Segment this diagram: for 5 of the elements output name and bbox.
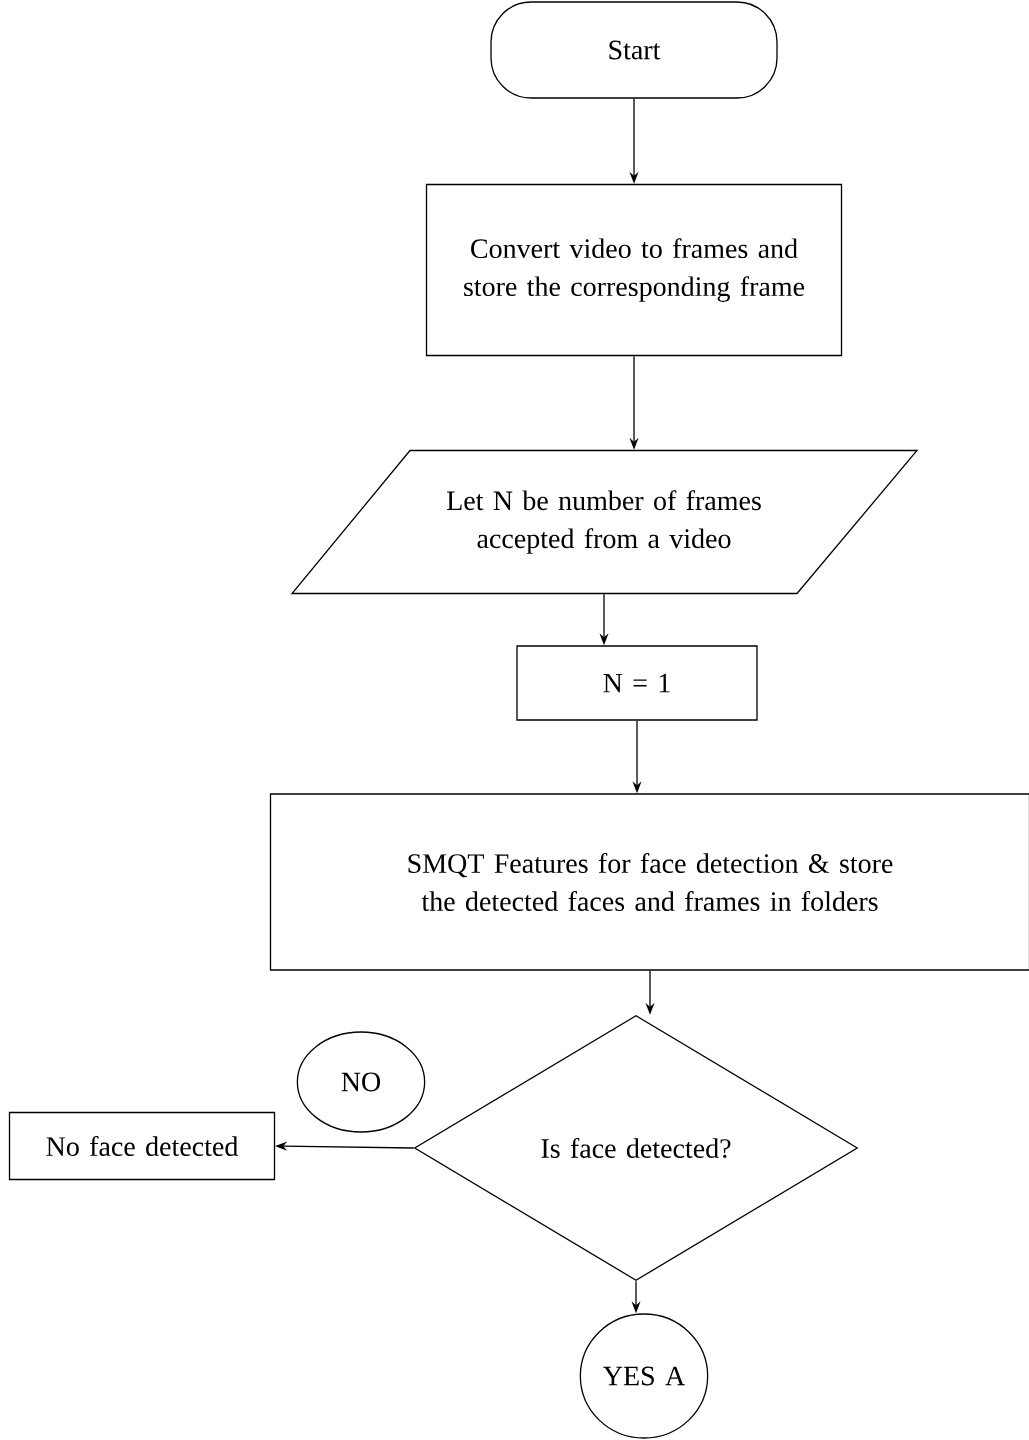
process-box: No face detected	[8, 1111, 276, 1181]
process-box: SMQT Features for face detection & store the detected faces and frames in folders	[269, 793, 1029, 971]
process-box: N = 1	[516, 645, 758, 721]
process-box: Convert video to frames and store the corresponding frame	[425, 183, 843, 357]
terminal-box: Start	[490, 1, 778, 99]
